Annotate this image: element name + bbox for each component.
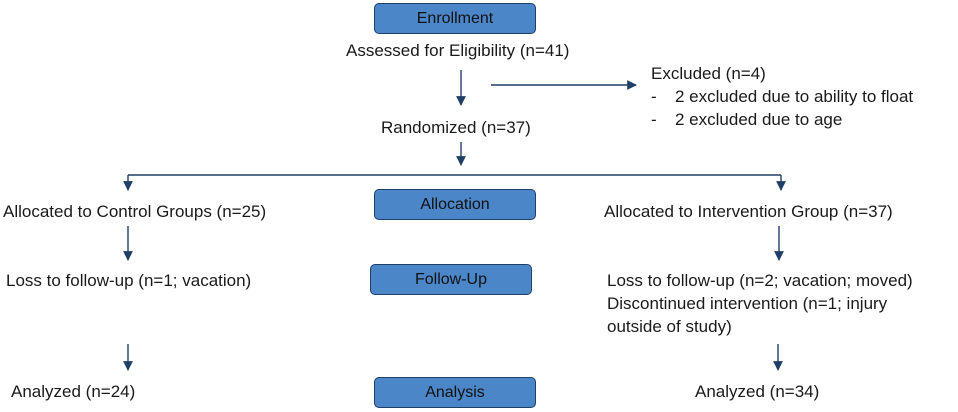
intervention-follow-up-line-2: Discontinued intervention (n=1; injury bbox=[607, 294, 888, 313]
intervention-follow-up-line-1: Loss to follow-up (n=2; vacation; moved) bbox=[607, 271, 913, 290]
enrollment-stage-label: Enrollment bbox=[416, 9, 494, 27]
excluded-bullet-2: 2 excluded due to age bbox=[675, 110, 843, 129]
intervention-allocated: Allocated to Intervention Group (n=37) bbox=[604, 202, 893, 221]
analysis-stage-label: Analysis bbox=[425, 383, 485, 401]
control-allocated: Allocated to Control Groups (n=25) bbox=[3, 202, 267, 221]
analysis-stage-box: Analysis bbox=[374, 377, 536, 408]
excluded-bullet-1: 2 excluded due to ability to float bbox=[675, 87, 914, 106]
excluded-bullet-2-dash: - bbox=[651, 110, 657, 129]
enrollment-stage-box: Enrollment bbox=[374, 3, 536, 34]
control-follow-up: Loss to follow-up (n=1; vacation) bbox=[6, 271, 252, 290]
follow-up-stage-box: Follow-Up bbox=[370, 264, 532, 295]
intervention-analyzed: Analyzed (n=34) bbox=[695, 382, 820, 401]
control-analyzed: Analyzed (n=24) bbox=[11, 382, 136, 401]
assessed-for-eligibility: Assessed for Eligibility (n=41) bbox=[346, 41, 570, 60]
follow-up-stage-label: Follow-Up bbox=[414, 270, 487, 288]
allocation-stage-label: Allocation bbox=[420, 195, 490, 213]
excluded-bullet-1-dash: - bbox=[651, 87, 657, 106]
allocation-stage-box: Allocation bbox=[374, 189, 536, 220]
intervention-follow-up-line-3: outside of study) bbox=[607, 317, 732, 336]
excluded-title: Excluded (n=4) bbox=[651, 64, 766, 83]
randomized: Randomized (n=37) bbox=[381, 118, 531, 137]
